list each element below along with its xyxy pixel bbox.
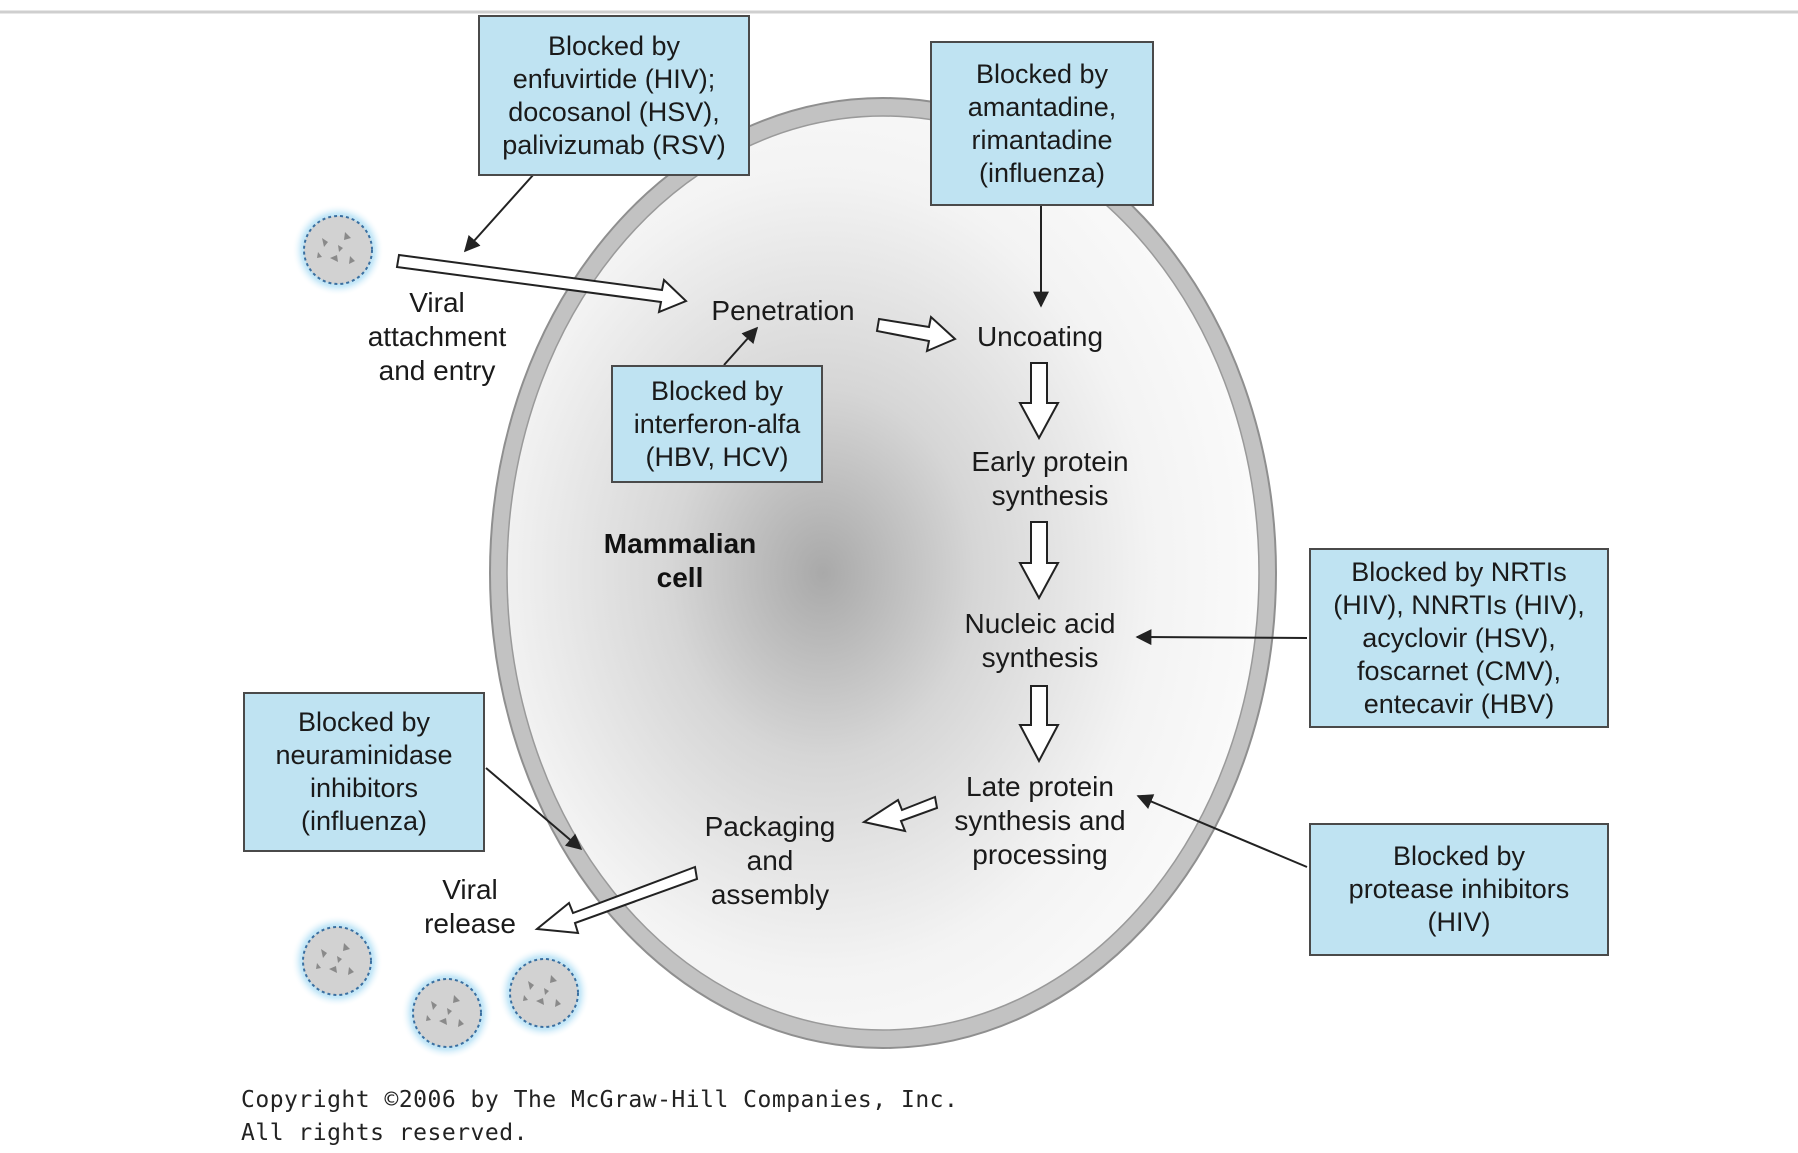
arrow-attachment-to-penetration: [395, 253, 688, 314]
virus-particle-release-1: [291, 915, 383, 1007]
blocker-box-uncoating: Blocked by amantadine, rimantadine (infl…: [930, 41, 1154, 206]
step-uncoating: Uncoating: [976, 321, 1104, 352]
copyright-notice: Copyright ©2006 by The McGraw-Hill Compa…: [241, 1087, 959, 1146]
step-late-protein: Late protein synthesis and processing: [954, 771, 1126, 870]
cell-label: Mammalian cell: [603, 528, 757, 593]
arrow-nucleic-to-late: [1018, 685, 1060, 764]
virus-particle-entry: [292, 204, 384, 296]
blocker-arrow-entry: [463, 173, 535, 253]
blocker-arrow-late: [1136, 794, 1308, 868]
blocker-arrow-release: [485, 767, 583, 851]
cell-cytoplasm: [506, 115, 1260, 1031]
arrow-uncoating-to-early: [1018, 362, 1060, 441]
virus-particle-release-2: [401, 967, 493, 1059]
blocker-box-entry: Blocked by enfuvirtide (HIV); docosanol …: [478, 15, 750, 176]
blocker-box-release: Blocked by neuraminidase inhibitors (inf…: [243, 692, 485, 852]
arrow-penetration-to-uncoating: [875, 315, 957, 353]
blocker-box-nucleic-acid: Blocked by NRTIs (HIV), NNRTIs (HIV), ac…: [1309, 548, 1609, 728]
arrow-late-to-packaging: [861, 795, 939, 833]
step-nucleic-acid: Nucleic acid synthesis: [964, 608, 1116, 673]
blocker-arrow-penetration: [723, 326, 759, 366]
step-viral-attachment: Viral attachment and entry: [367, 287, 507, 386]
blocker-box-late-protein: Blocked by protease inhibitors (HIV): [1309, 823, 1609, 956]
step-viral-release: Viral release: [424, 874, 516, 939]
virus-particle-release-3: [498, 947, 590, 1039]
blocker-arrow-nucleic: [1135, 629, 1308, 646]
step-packaging: Packaging and assembly: [704, 811, 836, 910]
arrow-early-to-nucleic: [1018, 521, 1060, 601]
step-early-protein: Early protein synthesis: [971, 446, 1129, 511]
blocker-box-penetration: Blocked by interferon-alfa (HBV, HCV): [611, 365, 823, 483]
step-penetration: Penetration: [711, 295, 855, 326]
arrow-assembly-to-release: [534, 865, 699, 935]
